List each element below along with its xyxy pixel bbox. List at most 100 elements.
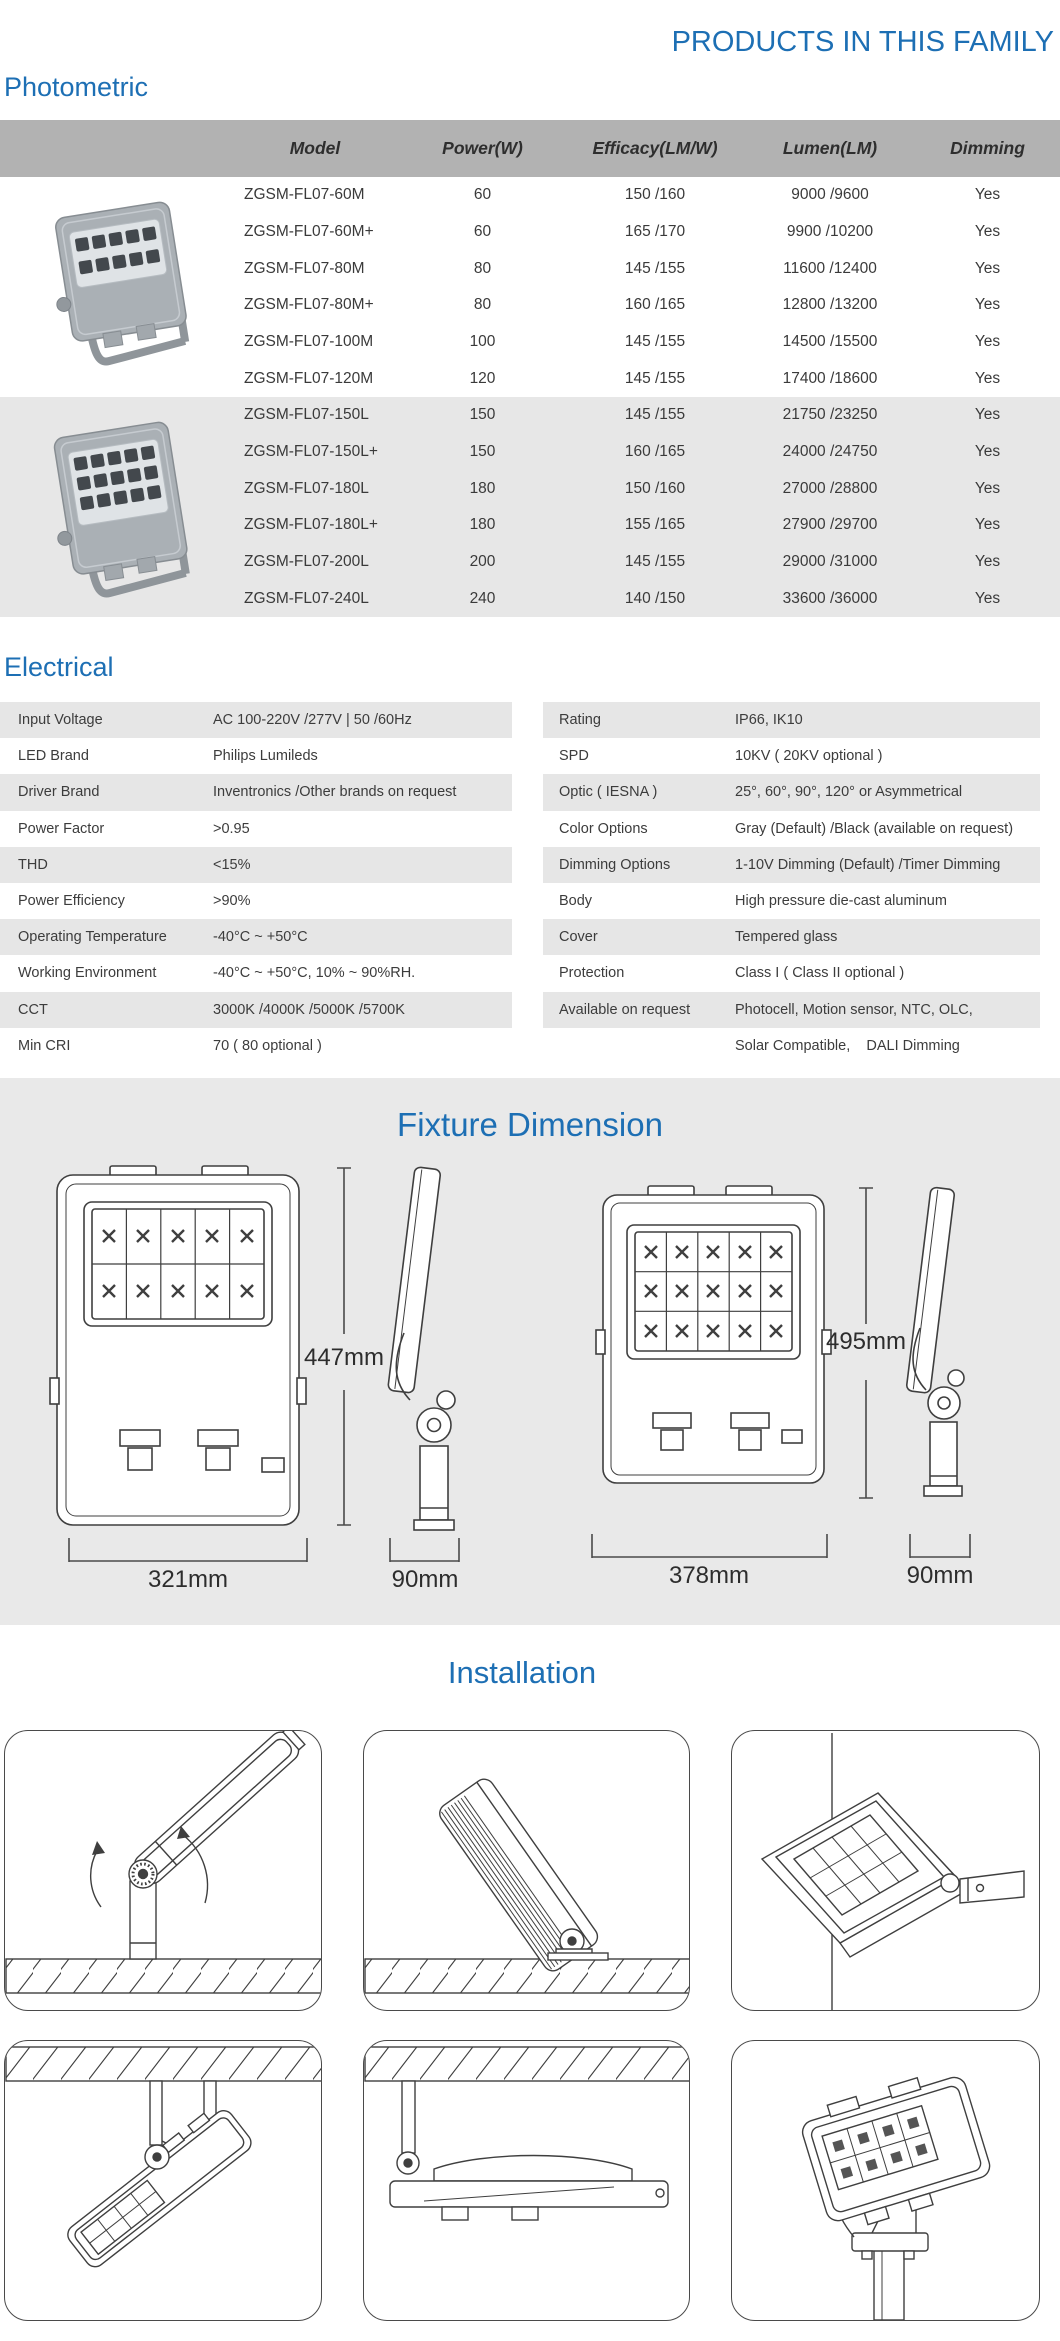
installation-card-pole-top (731, 2040, 1040, 2321)
cell-model: ZGSM-FL07-200L (244, 552, 369, 570)
ground-mount-illustration (364, 1778, 689, 1994)
spec-label: CCT (18, 1001, 48, 1018)
spec-value: <15% (213, 856, 251, 873)
cell-dimming: Yes (974, 332, 1001, 350)
installation-card-ceiling-horizontal (363, 2040, 690, 2321)
pole-tilt-illustration (5, 1731, 321, 1994)
spec-row: Rating IP66, IK10 (543, 702, 1040, 739)
spec-label: Power Factor (18, 820, 105, 837)
cell-power: 100 (469, 332, 496, 350)
spec-label: Dimming Options (559, 856, 671, 873)
spec-label: LED Brand (18, 748, 89, 765)
spec-label: Optic ( IESNA ) (559, 784, 658, 801)
cell-efficacy: 145 /155 (624, 369, 686, 387)
cell-power: 180 (469, 516, 496, 534)
cell-lumen: 9000 /9600 (791, 186, 869, 204)
spec-value: 10KV ( 20KV optional ) (735, 748, 883, 765)
cell-model: ZGSM-FL07-120M (244, 369, 374, 387)
cell-lumen: 11600 /12400 (783, 259, 877, 277)
spec-label: Operating Temperature (18, 929, 167, 946)
cell-power: 60 (473, 222, 492, 240)
spec-value: -40°C ~ +50°C, 10% ~ 90%RH. (213, 965, 416, 982)
spec-value: >90% (213, 893, 251, 910)
cell-lumen: 33600 /36000 (782, 589, 878, 607)
cell-efficacy: 145 /155 (624, 332, 686, 350)
spec-value: 1-10V Dimming (Default) /Timer Dimming (735, 856, 1001, 873)
spec-value: Philips Lumileds (213, 748, 318, 765)
spec-row: THD<15% (0, 846, 512, 883)
cell-model: ZGSM-FL07-180L (244, 479, 369, 497)
col-header-model: Model (289, 138, 341, 158)
spec-row: Dimming Options 1-10V Dimming (Default) /… (543, 846, 1040, 883)
spec-label: Driver Brand (18, 784, 100, 801)
cell-lumen: 29000 /31000 (782, 552, 878, 570)
cell-efficacy: 160 /165 (624, 442, 686, 460)
cell-efficacy: 145 /155 (624, 552, 686, 570)
cell-efficacy: 160 /165 (624, 296, 686, 314)
spec-row: Solar Compatible, DALI Dimming (543, 1028, 1040, 1064)
product-photo-l-series (53, 421, 190, 598)
spec-label: SPD (559, 748, 589, 765)
cell-efficacy: 155 /165 (624, 516, 686, 534)
spec-row: CCT 3000K /4000K /5000K /5700K (0, 991, 512, 1028)
cell-dimming: Yes (974, 479, 1001, 497)
cell-dimming: Yes (974, 186, 1001, 204)
cell-dimming: Yes (974, 296, 1001, 314)
spec-label: Rating (559, 712, 601, 729)
cell-efficacy: 150 /160 (624, 186, 686, 204)
dim-label-width-1: 321mm (147, 1566, 229, 1593)
cell-power: 120 (469, 369, 496, 387)
cell-dimming: Yes (974, 406, 1001, 424)
cell-model: ZGSM-FL07-60M+ (244, 222, 374, 240)
spec-value: 25°, 60°, 90°, 120° or Asymmetrical (735, 784, 963, 801)
cell-lumen: 21750 /23250 (782, 406, 878, 424)
spec-row: LED Brand Philips Lumileds (0, 738, 512, 774)
cell-efficacy: 145 /155 (624, 406, 686, 424)
spec-value: Gray (Default) /Black (available on requ… (735, 820, 1014, 837)
col-header-dimming: Dimming (950, 138, 1025, 158)
cell-model: ZGSM-FL07-80M+ (244, 296, 374, 314)
spec-row: Power Factor >0.95 (0, 811, 512, 847)
cell-model: ZGSM-FL07-240L (244, 589, 369, 607)
cell-lumen: 27000 /28800 (782, 479, 878, 497)
cell-power: 80 (473, 296, 492, 314)
spec-row: Driver Brand Inventronics /Other brands o… (0, 774, 512, 811)
installation-section-title: Installation (447, 1655, 597, 1690)
spec-value: High pressure die-cast aluminum (735, 893, 947, 910)
spec-table-header: Model Power(W) Efficacy(LM/W) Lumen(LM) … (0, 120, 1060, 177)
pole-top-illustration (801, 2076, 991, 2320)
cell-model: ZGSM-FL07-60M (244, 186, 365, 204)
spec-value: Inventronics /Other brands on request (213, 784, 457, 801)
cell-dimming: Yes (974, 369, 1001, 387)
spec-value: Tempered glass (735, 929, 838, 946)
spec-label: Power Efficiency (18, 893, 125, 910)
spec-value: >0.95 (213, 820, 250, 837)
cell-lumen: 24000 /24750 (782, 442, 878, 460)
cell-model: ZGSM-FL07-150L (244, 406, 369, 424)
spec-value: 3000K /4000K /5000K /5700K (213, 1001, 405, 1018)
installation-card-pole-tilt (4, 1730, 322, 2011)
cell-power: 240 (469, 589, 496, 607)
spec-row: Working Environment-40°C ~ +50°C, 10% ~ … (0, 955, 512, 991)
col-header-power: Power(W) (442, 138, 523, 158)
cell-power: 60 (473, 186, 492, 204)
cell-efficacy: 140 /150 (624, 589, 686, 607)
spec-value: IP66, IK10 (735, 712, 803, 729)
spec-label: Protection (559, 965, 625, 982)
cell-model: ZGSM-FL07-80M (244, 259, 365, 277)
spec-value: Solar Compatible, DALI Dimming (735, 1037, 960, 1054)
